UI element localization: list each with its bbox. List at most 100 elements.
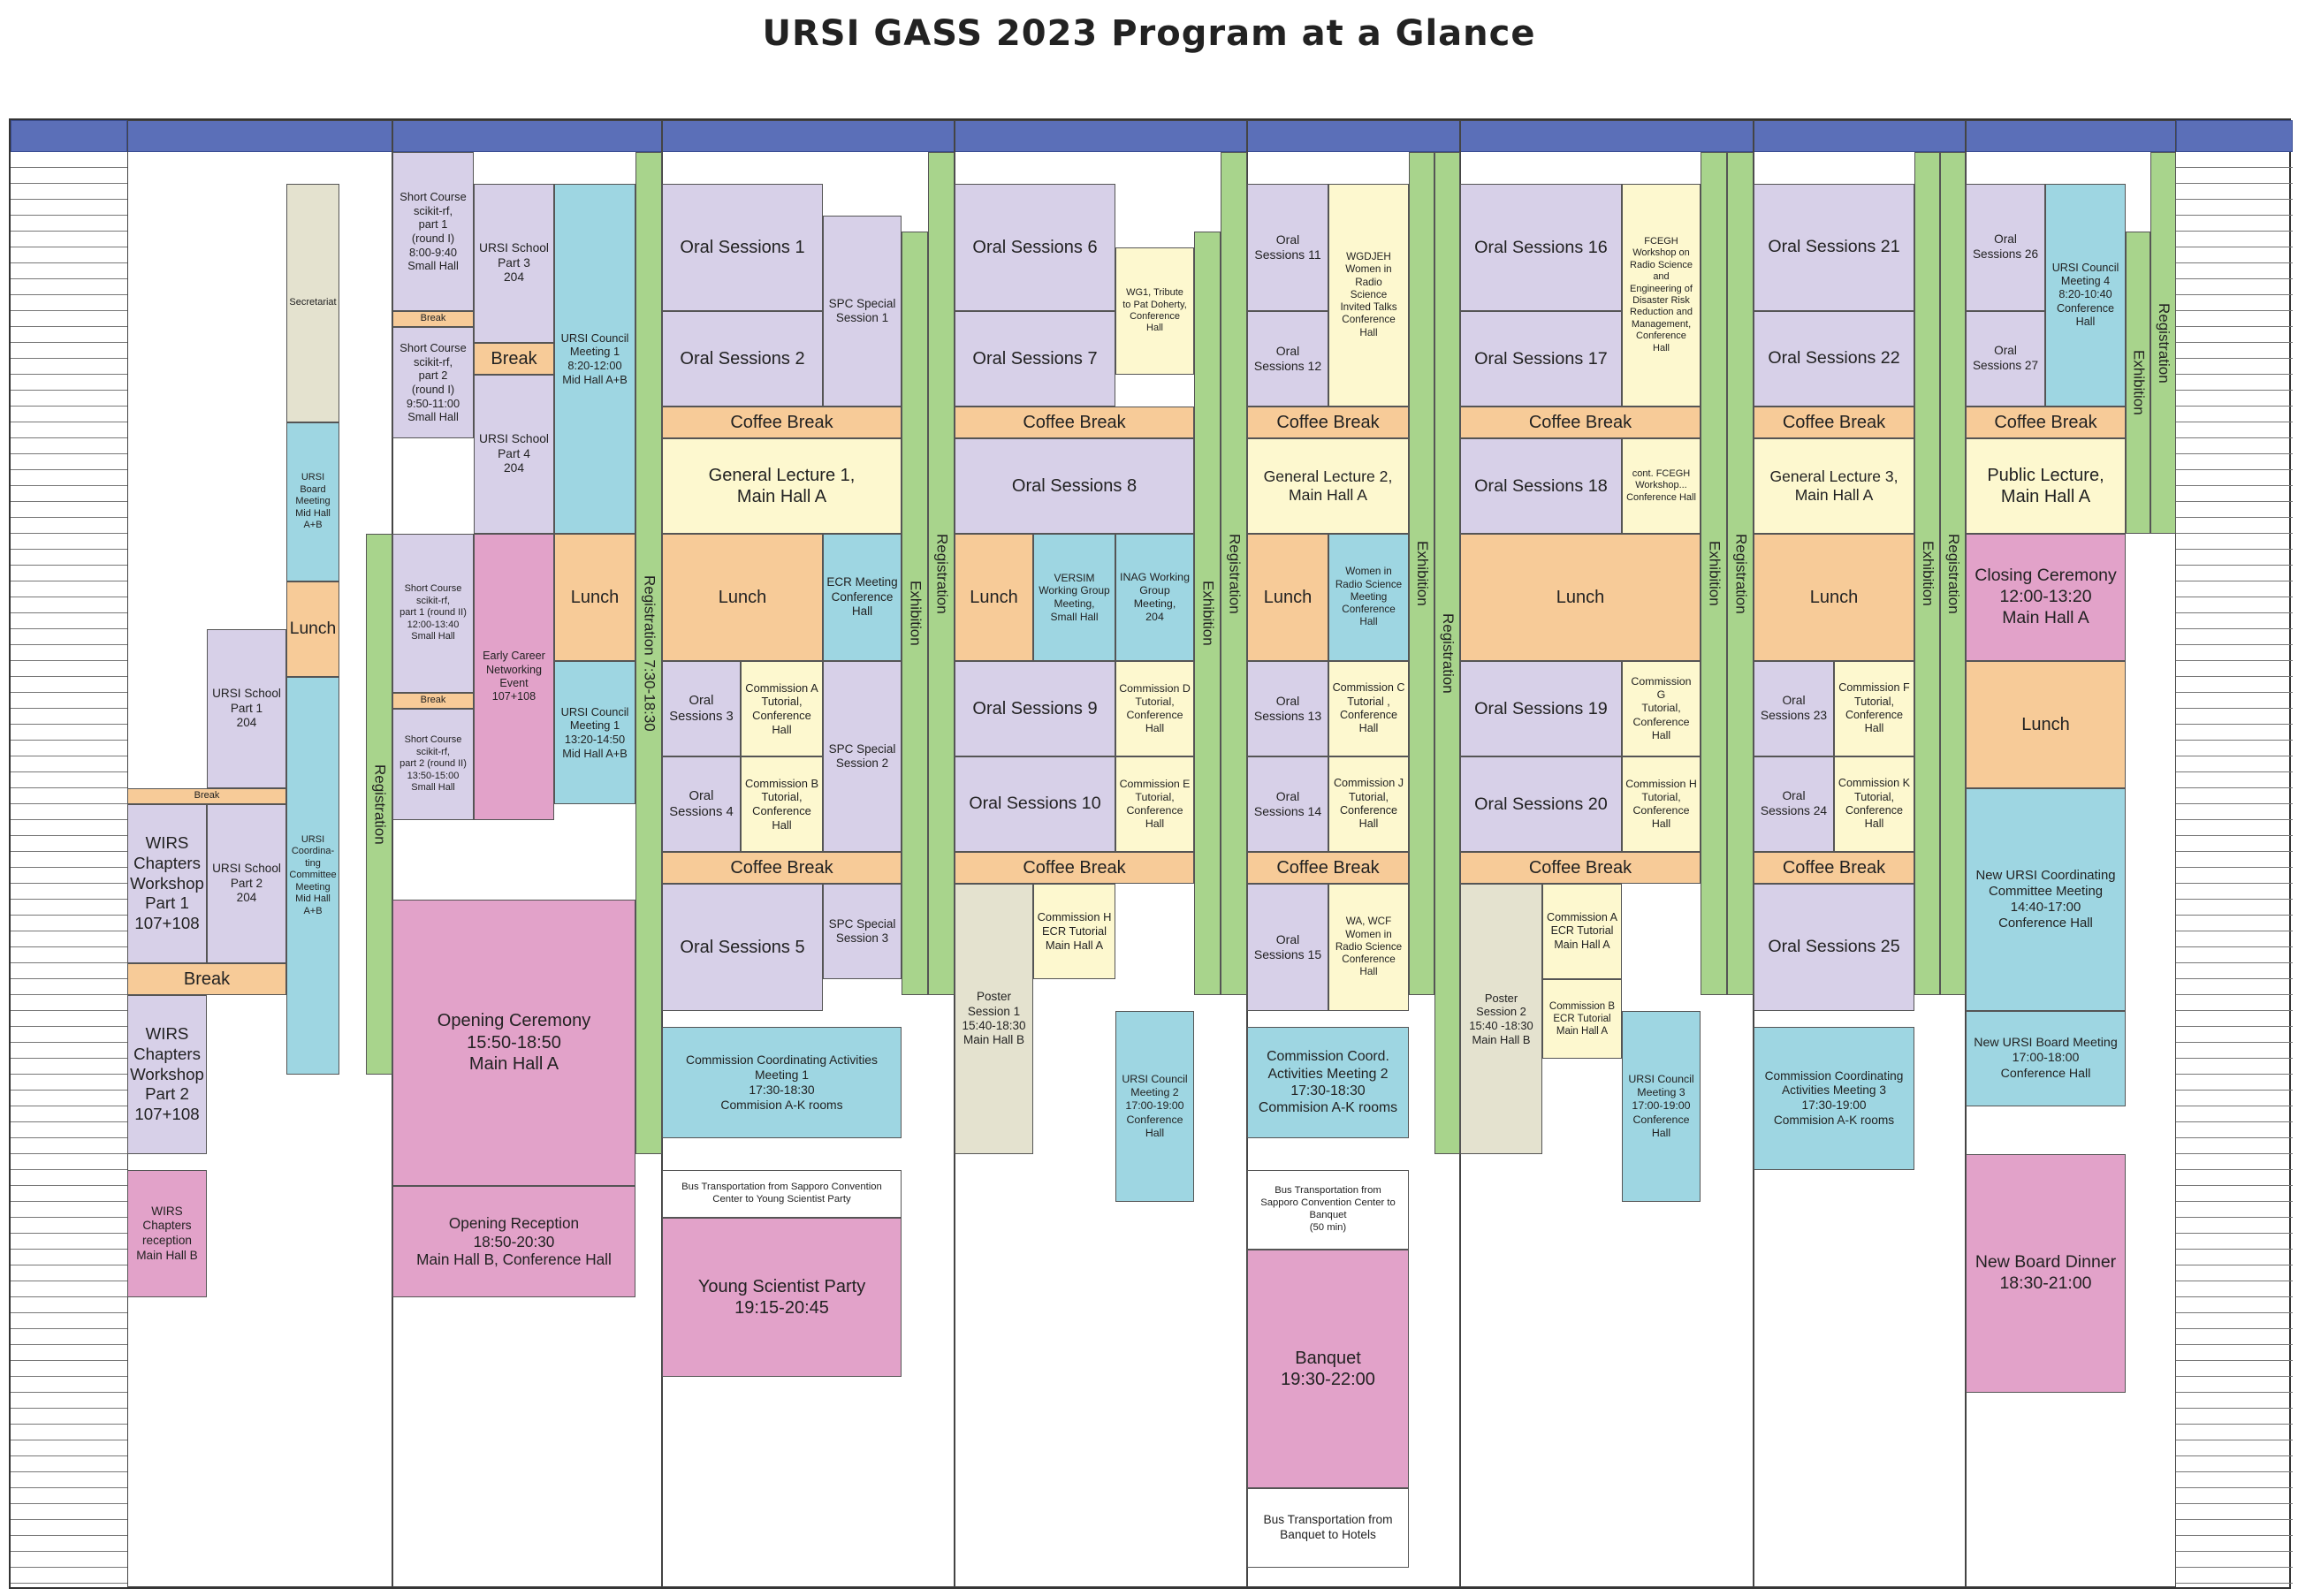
time-slot-label — [11, 1536, 127, 1552]
schedule-event: Secretariat — [286, 184, 339, 422]
time-slot-label — [11, 916, 127, 931]
schedule-event: Poster Session 2 15:40 -18:30 Main Hall … — [1460, 884, 1542, 1154]
time-slot-label — [11, 1250, 127, 1265]
schedule-event: Commission D Tutorial, Conference Hall — [1115, 661, 1194, 756]
time-slot-label — [2176, 931, 2293, 947]
time-slot-label — [2176, 359, 2293, 375]
time-slot-label — [2176, 1440, 2293, 1456]
time-slot-label — [11, 486, 127, 502]
time-header — [2176, 120, 2293, 152]
time-slot-label — [2176, 1281, 2293, 1297]
schedule-event: Coffee Break — [1247, 407, 1409, 438]
time-slot-label — [11, 391, 127, 407]
schedule-event: New URSI Coordinating Committee Meeting … — [1966, 788, 2126, 1011]
time-slot-label — [2176, 581, 2293, 597]
schedule-event: Oral Sessions 14 — [1247, 756, 1328, 852]
time-slot-label — [2176, 804, 2293, 820]
day-header — [662, 120, 955, 152]
time-slot-label — [11, 995, 127, 1011]
schedule-event: Banquet 19:30-22:00 — [1247, 1250, 1409, 1488]
time-slot-label — [2176, 836, 2293, 852]
schedule-event: Oral Sessions 25 — [1754, 884, 1914, 1011]
schedule-event: Coffee Break — [1966, 407, 2126, 438]
time-slot-label — [2176, 1377, 2293, 1393]
time-slot-label — [11, 1377, 127, 1393]
time-slot-label — [11, 1409, 127, 1425]
schedule-event: Registration — [1221, 152, 1247, 995]
time-slot-label — [11, 1059, 127, 1075]
time-slot-label — [2176, 1122, 2293, 1138]
time-slot-label — [11, 1075, 127, 1091]
vertical-label: Exhibition — [907, 581, 925, 646]
schedule-event: Young Scientist Party 19:15-20:45 — [662, 1218, 902, 1377]
schedule-event: General Lecture 2, Main Hall A — [1247, 438, 1409, 534]
schedule-event: New URSI Board Meeting 17:00-18:00 Confe… — [1966, 1011, 2126, 1106]
time-slot-label — [11, 438, 127, 454]
schedule-event: Commission G Tutorial, Conference Hall — [1622, 661, 1701, 756]
schedule-event: Commission A Tutorial, Conference Hall — [741, 661, 823, 756]
schedule-event: Coffee Break — [662, 407, 902, 438]
time-slot-label — [2176, 534, 2293, 550]
time-slot-label — [11, 661, 127, 677]
time-slot-label — [2176, 1425, 2293, 1440]
schedule-event: Oral Sessions 9 — [955, 661, 1115, 756]
time-slot-label — [2176, 979, 2293, 995]
vertical-label: Exhibition — [1413, 541, 1431, 606]
time-slot-label — [2176, 788, 2293, 804]
schedule-event: WIRS Chapters Workshop Part 1 107+108 — [127, 804, 207, 963]
schedule-event: Commission Coord. Activities Meeting 2 1… — [1247, 1027, 1409, 1138]
time-slot-label — [11, 1552, 127, 1568]
schedule-event: Coffee Break — [662, 852, 902, 884]
schedule-event: Coffee Break — [1754, 852, 1914, 884]
schedule-event: FCEGH Workshop on Radio Science and Engi… — [1622, 184, 1701, 407]
schedule-event: SPC Special Session 2 — [823, 661, 902, 852]
time-slot-label — [11, 581, 127, 597]
time-slot-label — [2176, 995, 2293, 1011]
schedule-event: Lunch — [1460, 534, 1701, 661]
schedule-event: Lunch — [662, 534, 823, 661]
time-slot-label — [2176, 1011, 2293, 1027]
schedule-event: Registration — [1940, 152, 1966, 995]
time-slot-label — [11, 900, 127, 916]
time-slot-label — [2176, 343, 2293, 359]
time-slot-label — [11, 1504, 127, 1520]
schedule-event: URSI Council Meeting 1 8:20-12:00 Mid Ha… — [554, 184, 635, 534]
time-slot-label — [2176, 518, 2293, 534]
vertical-label: Registration — [1944, 533, 1962, 614]
schedule-event: Break — [474, 343, 554, 375]
schedule-event: VERSIM Working Group Meeting, Small Hall — [1033, 534, 1115, 661]
time-slot-label — [11, 1043, 127, 1059]
schedule-event: Coffee Break — [955, 852, 1194, 884]
time-slot-label — [11, 820, 127, 836]
time-slot-label — [2176, 1170, 2293, 1186]
schedule-event: Commission B Tutorial, Conference Hall — [741, 756, 823, 852]
schedule-event: Oral Sessions 16 — [1460, 184, 1622, 311]
time-slot-label — [2176, 963, 2293, 979]
schedule-event: Lunch — [1247, 534, 1328, 661]
schedule-event: Oral Sessions 3 — [662, 661, 741, 756]
schedule-event: INAG Working Group Meeting, 204 — [1115, 534, 1194, 661]
schedule-event: Commission B ECR Tutorial Main Hall A — [1542, 979, 1622, 1059]
time-slot-label — [11, 1170, 127, 1186]
time-slot-label — [2176, 1297, 2293, 1313]
time-slot-label — [11, 152, 127, 168]
time-slot-label — [2176, 470, 2293, 486]
schedule-event: Closing Ceremony 12:00-13:20 Main Hall A — [1966, 534, 2126, 661]
time-slot-label — [2176, 1568, 2293, 1584]
schedule-event: Oral Sessions 27 — [1966, 311, 2045, 407]
time-slot-label — [2176, 1075, 2293, 1091]
schedule-event: Oral Sessions 17 — [1460, 311, 1622, 407]
time-slot-label — [2176, 486, 2293, 502]
time-slot-label — [2176, 1536, 2293, 1552]
time-slot-label — [2176, 1059, 2293, 1075]
vertical-label: Registration — [1226, 533, 1244, 614]
schedule-event: URSI Council Meeting 3 17:00-19:00 Confe… — [1622, 1011, 1701, 1202]
time-slot-label — [2176, 756, 2293, 772]
time-slot-label — [11, 1106, 127, 1122]
time-slot-label — [11, 884, 127, 900]
time-slot-label — [2176, 1552, 2293, 1568]
time-slot-label — [11, 756, 127, 772]
time-slot-label — [11, 645, 127, 661]
time-slot-label — [2176, 725, 2293, 741]
time-slot-label — [11, 566, 127, 581]
